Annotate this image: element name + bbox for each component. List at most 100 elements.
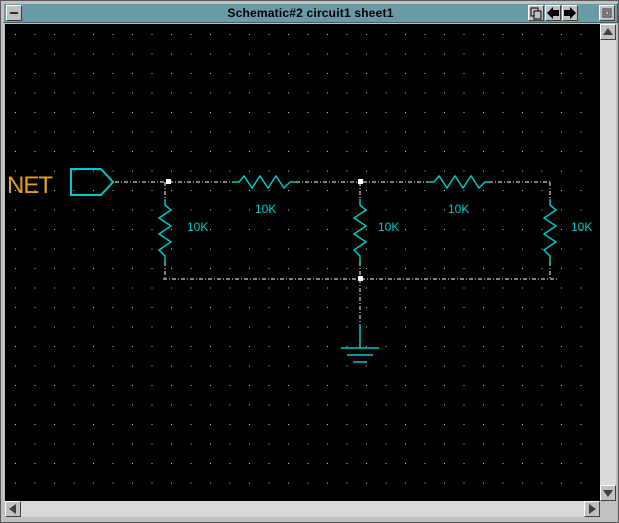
scroll-down-button[interactable] [600, 485, 616, 501]
grid-dot [405, 482, 406, 484]
resistor-r2[interactable] [233, 174, 296, 190]
scroll-up-button[interactable] [600, 24, 616, 40]
grid-dot [112, 209, 114, 211]
grid-dot [502, 287, 504, 289]
resistor-r4[interactable] [428, 174, 489, 190]
vertical-scrollbar[interactable] [600, 24, 616, 501]
grid-dot [385, 385, 387, 386]
grid-dot [34, 346, 36, 347]
grid-dot [268, 92, 270, 94]
grid-dot [249, 92, 250, 94]
grid-dot [54, 443, 55, 445]
grid-dot [366, 229, 367, 230]
grid-dot [112, 463, 114, 464]
grid-dot [54, 73, 55, 74]
grid-dot [112, 443, 114, 445]
grid-dot [190, 190, 192, 191]
grid-dot [405, 73, 406, 74]
grid-dot [307, 443, 309, 445]
ground-icon[interactable] [341, 324, 379, 363]
horizontal-scrollbar[interactable] [5, 501, 600, 517]
title-bar[interactable]: Schematic#2 circuit1 sheet1 [3, 3, 618, 23]
grid-dot [73, 482, 75, 484]
grid-dot [112, 365, 114, 367]
grid-dot [229, 73, 231, 74]
net-port[interactable]: NET [7, 168, 115, 199]
grid-dot [327, 365, 328, 367]
resistor-r5[interactable] [542, 199, 558, 262]
grid-dot [249, 170, 250, 172]
grid-dot [34, 53, 36, 55]
grid-dot [34, 307, 36, 308]
grid-dot [405, 463, 406, 464]
grid-dot [385, 190, 387, 191]
window-menu-button[interactable] [6, 5, 22, 21]
port-shape[interactable] [70, 168, 115, 196]
grid-dot [171, 424, 172, 425]
copy-window-button[interactable] [528, 5, 544, 21]
resistor-r3[interactable] [352, 199, 368, 262]
grid-dot [385, 424, 387, 425]
grid-dot [151, 346, 153, 347]
grid-dot [522, 307, 523, 308]
resistor-r1[interactable] [157, 199, 173, 262]
grid-dot [385, 34, 387, 35]
grid-dot [366, 482, 367, 484]
grid-dot [93, 112, 94, 113]
grid-dot [73, 131, 75, 133]
resistor-value-label: 10K [187, 220, 208, 234]
grid-dot [151, 385, 153, 386]
grid-dot [93, 73, 94, 74]
junction-dot[interactable] [358, 276, 363, 281]
grid-dot [249, 365, 250, 367]
grid-dot [73, 424, 75, 425]
grid-dot [268, 170, 270, 172]
grid-dot [112, 229, 114, 230]
resistor-value-label: 10K [255, 202, 276, 216]
grid-dot [561, 53, 562, 55]
grid-dot [34, 131, 36, 133]
grid-dot [249, 131, 250, 133]
scroll-left-button[interactable] [5, 501, 21, 517]
grid-dot [249, 268, 250, 269]
schematic-canvas[interactable]: NET [5, 24, 600, 501]
grid-dot [210, 131, 211, 133]
grid-dot [132, 346, 133, 347]
grid-dot [502, 112, 504, 113]
grid-dot [34, 443, 36, 445]
grid-dot [346, 53, 348, 55]
grid-dot [54, 53, 55, 55]
grid-dot [268, 73, 270, 74]
junction-dot[interactable] [166, 179, 171, 184]
next-button[interactable] [562, 5, 578, 21]
grid-dot [327, 248, 328, 250]
grid-dot [210, 346, 211, 347]
grid-dot [502, 34, 504, 35]
grid-dot [424, 34, 426, 35]
grid-dot [288, 326, 289, 328]
grid-dot [288, 287, 289, 289]
maximize-button[interactable] [599, 5, 615, 21]
grid-dot [229, 346, 231, 347]
grid-dot [132, 268, 133, 269]
grid-dot [346, 287, 348, 289]
grid-dot [249, 209, 250, 211]
grid-dot [444, 346, 445, 347]
grid-dot [366, 326, 367, 328]
grid-dot [307, 404, 309, 406]
grid-dot [405, 268, 406, 269]
grid-dot [346, 34, 348, 35]
previous-button[interactable] [545, 5, 561, 21]
grid-dot [288, 482, 289, 484]
scroll-right-button[interactable] [584, 501, 600, 517]
grid-dot [405, 326, 406, 328]
grid-dot [327, 443, 328, 445]
grid-dot [171, 307, 172, 308]
grid-dot [444, 229, 445, 230]
grid-dot [171, 53, 172, 55]
grid-dot [405, 112, 406, 113]
grid-dot [444, 307, 445, 308]
grid-dot [229, 248, 231, 250]
junction-dot[interactable] [358, 179, 363, 184]
